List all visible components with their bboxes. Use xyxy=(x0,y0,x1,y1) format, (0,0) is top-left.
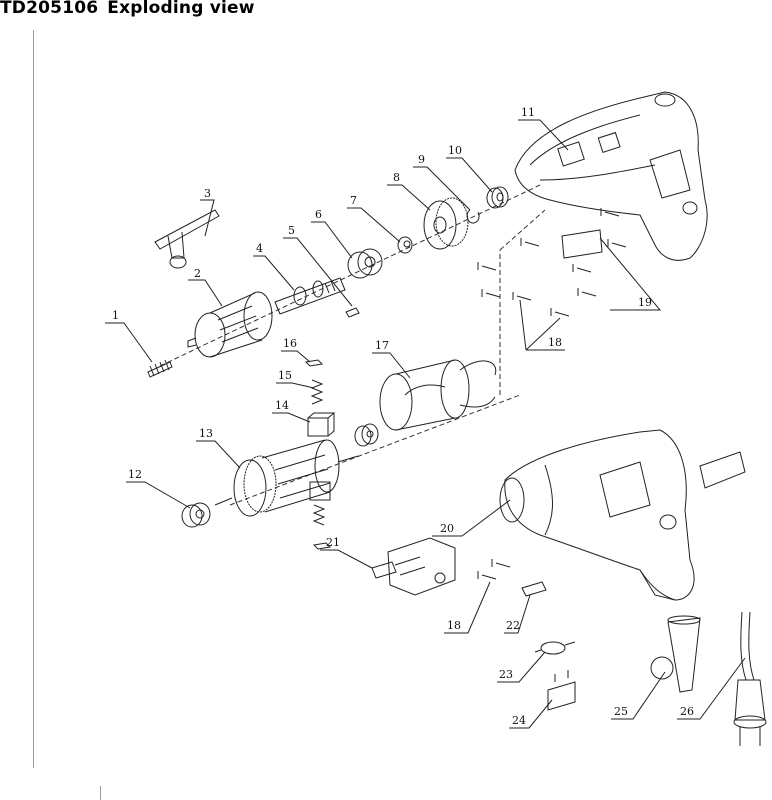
part-14-brush-holder xyxy=(307,412,336,550)
part-4-spindle xyxy=(274,277,346,315)
callout-1: 1 xyxy=(112,309,119,322)
part-9-circlip xyxy=(466,209,480,224)
callout-21: 21 xyxy=(326,536,340,549)
callout-23: 23 xyxy=(499,668,513,681)
callout-14: 14 xyxy=(275,399,289,412)
callout-12: 12 xyxy=(128,468,142,481)
part-13-armature xyxy=(214,439,359,517)
callout-7: 7 xyxy=(350,194,357,207)
part-armature-bearing xyxy=(354,423,379,447)
callout-24: 24 xyxy=(512,714,526,727)
callout-10: 10 xyxy=(448,144,462,157)
callout-26: 26 xyxy=(680,705,694,718)
part-11-housing-left xyxy=(514,91,708,261)
assembly-axes xyxy=(159,184,546,506)
part-16-brush-cap xyxy=(304,359,324,367)
callout-18-lower: 18 xyxy=(447,619,461,632)
callout-16: 16 xyxy=(283,337,297,350)
part-19-label xyxy=(561,229,603,259)
part-2-chuck xyxy=(187,291,273,358)
part-10-bearing xyxy=(486,186,509,209)
callout-3: 3 xyxy=(204,187,211,200)
model-code: TD205106 xyxy=(0,0,99,18)
callout-5: 5 xyxy=(288,224,295,237)
part-22-cable-clamp xyxy=(521,581,547,597)
part-6-bearing xyxy=(347,248,383,279)
part-5-key xyxy=(345,307,360,318)
left-margin-rule xyxy=(33,30,34,768)
part-7-washer xyxy=(397,236,413,254)
callout-19: 19 xyxy=(638,296,652,309)
part-12-bearing xyxy=(181,502,211,528)
housing-label-plate xyxy=(699,451,746,489)
part-26-power-cord xyxy=(733,611,767,746)
page-title: TD205106 Exploding view xyxy=(0,0,255,18)
callout-25: 25 xyxy=(614,705,628,718)
callout-6: 6 xyxy=(315,208,322,221)
callout-9: 9 xyxy=(418,153,425,166)
part-25-cord-guard xyxy=(650,615,701,693)
callout-22: 22 xyxy=(506,619,520,632)
callout-17: 17 xyxy=(375,339,389,352)
part-18-screws-upper xyxy=(477,208,627,317)
part-3-chuck-key xyxy=(154,209,220,269)
callout-13: 13 xyxy=(199,427,213,440)
callout-2: 2 xyxy=(194,267,201,280)
callout-20: 20 xyxy=(440,522,454,535)
callout-11: 11 xyxy=(521,106,535,119)
part-15-spring xyxy=(310,379,324,405)
part-21-switch xyxy=(371,537,456,596)
callout-15: 15 xyxy=(278,369,292,382)
callout-labels: 1 2 3 4 5 6 7 8 9 10 11 12 13 14 15 16 1… xyxy=(112,106,694,727)
callout-18-upper: 18 xyxy=(548,336,562,349)
leader-lines xyxy=(105,119,746,729)
part-23-connector xyxy=(534,641,576,655)
callout-8: 8 xyxy=(393,171,400,184)
bottom-margin-rule xyxy=(100,786,101,800)
part-18-screws-lower xyxy=(477,559,511,580)
part-8-gear xyxy=(423,197,469,250)
part-1-chuck-screw xyxy=(147,359,173,378)
part-17-stator xyxy=(379,359,497,431)
part-24-capacitor xyxy=(547,670,576,711)
part-20-housing xyxy=(499,429,695,601)
title-text: Exploding view xyxy=(107,0,255,18)
callout-4: 4 xyxy=(256,242,263,255)
